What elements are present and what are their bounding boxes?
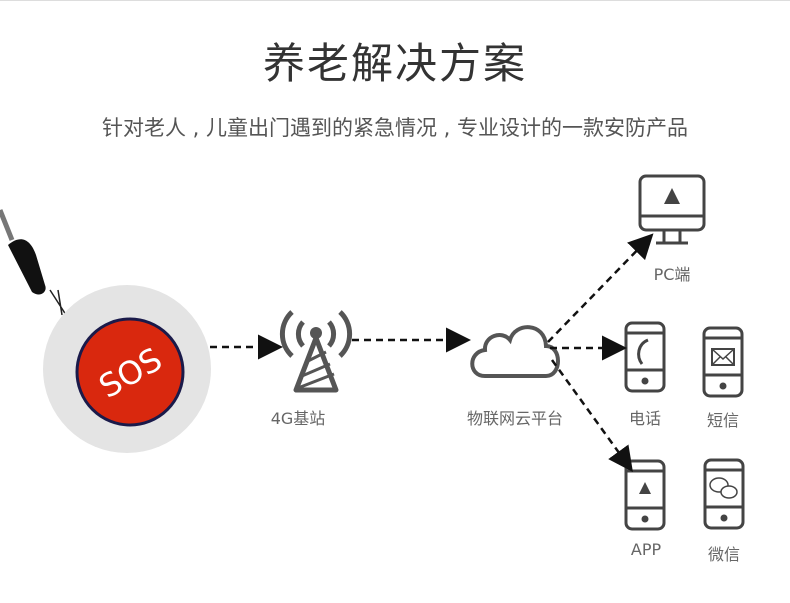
sos-button: [75, 317, 185, 427]
wechat-phone-icon: [703, 458, 745, 530]
label-cloud: 物联网云平台: [466, 409, 563, 428]
arrow-cloud-to-app: [550, 359, 633, 473]
app-phone-icon: [624, 459, 666, 531]
top-divider: [0, 0, 790, 1]
cloud-icon: [470, 325, 560, 378]
sms-phone-icon: [702, 326, 744, 398]
pc-monitor-icon: [638, 174, 706, 245]
page-title: 养老解决方案: [262, 39, 527, 88]
label-sms: 短信: [706, 411, 739, 430]
page-subtitle: 针对老人 , 儿童出门遇到的紧急情况 , 专业设计的一款安防产品: [101, 116, 689, 140]
label-base-station: 4G基站: [270, 409, 326, 428]
label-pc: PC端: [653, 265, 691, 284]
label-phone: 电话: [628, 409, 661, 428]
arrow-cloud-to-pc: [547, 233, 654, 343]
label-app: APP: [630, 540, 662, 559]
sos-device: SOS: [0, 209, 211, 453]
phone-call-icon: [624, 321, 666, 393]
flow-arrows: [210, 233, 654, 473]
label-wechat: 微信: [707, 545, 740, 564]
cell-tower-icon: [279, 310, 353, 393]
